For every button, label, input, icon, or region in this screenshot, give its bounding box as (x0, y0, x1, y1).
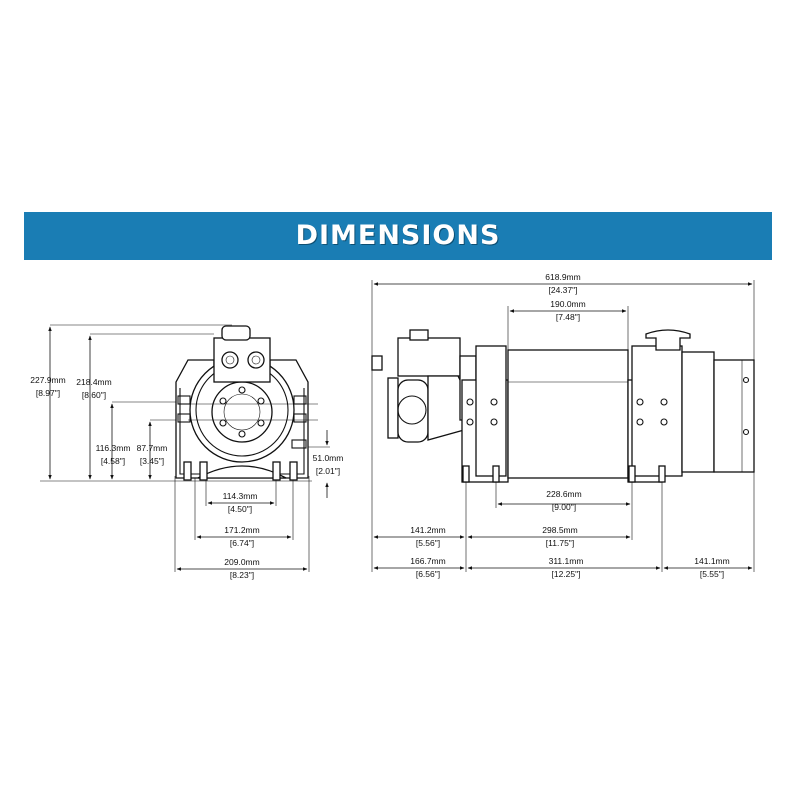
dim-drum-length-in: [7.48"] (556, 312, 580, 322)
side-view: 618.9mm [24.37"] 190.0mm [7.48"] 228.6mm… (371, 272, 755, 579)
dim-height-body-mm: 218.4mm (76, 377, 111, 387)
dim-motor-offset-in: [5.56"] (416, 538, 440, 548)
dim-inner-studs-mm: 228.6mm (546, 489, 581, 499)
dim-upper-holes-in: [4.58"] (101, 456, 125, 466)
dim-stud-span-in: [11.75"] (546, 538, 574, 548)
dim-rear-overhang-mm: 141.1mm (694, 556, 729, 566)
dim-outer-stud-span-in: [12.25"] (551, 569, 580, 579)
dim-height-body-in: [8.60"] (82, 390, 106, 400)
frame-bolt-holes (466, 376, 750, 436)
dim-base-offset-mm: 51.0mm (313, 453, 344, 463)
dim-drum-length-mm: 190.0mm (550, 299, 585, 309)
dim-width-overall-in: [8.23"] (230, 570, 254, 580)
dim-front-overhang-in: [6.56"] (416, 569, 440, 579)
dim-width-overall-mm: 209.0mm (224, 557, 259, 567)
dim-inner-studs-mm: 114.3mm (223, 491, 258, 501)
mounting-studs (183, 461, 298, 481)
winch-front-body (175, 325, 318, 481)
dim-lower-holes-in: [3.45"] (140, 456, 164, 466)
dim-outer-stud-span-mm: 311.1mm (549, 556, 584, 566)
dim-front-overhang-mm: 166.7mm (410, 556, 445, 566)
title-banner: DIMENSIONS (24, 212, 772, 260)
dim-inner-studs-in: [9.00"] (552, 502, 576, 512)
dim-stud-span-mm: 298.5mm (542, 525, 577, 535)
dim-lower-holes-mm: 87.7mm (137, 443, 168, 453)
dim-length-overall-mm: 618.9mm (545, 272, 580, 282)
dim-outer-studs-in: [6.74"] (230, 538, 254, 548)
dim-motor-offset-mm: 141.2mm (410, 525, 445, 535)
dim-height-overall-in: [8.97"] (36, 388, 60, 398)
dim-rear-overhang-in: [5.55"] (700, 569, 724, 579)
front-view: 227.9mm [8.97"] 218.4mm [8.60"] 116.3mm … (30, 324, 344, 580)
dim-inner-studs-in: [4.50"] (228, 504, 252, 514)
dim-length-overall-in: [24.37"] (548, 285, 577, 295)
dim-outer-studs-mm: 171.2mm (224, 525, 259, 535)
winch-side-body (371, 329, 755, 483)
dim-base-offset-in: [2.01"] (316, 466, 340, 476)
banner-title: DIMENSIONS (295, 220, 501, 251)
side-mounting-studs (462, 465, 666, 483)
dim-upper-holes-mm: 116.3mm (96, 443, 131, 453)
dim-height-overall-mm: 227.9mm (30, 375, 65, 385)
